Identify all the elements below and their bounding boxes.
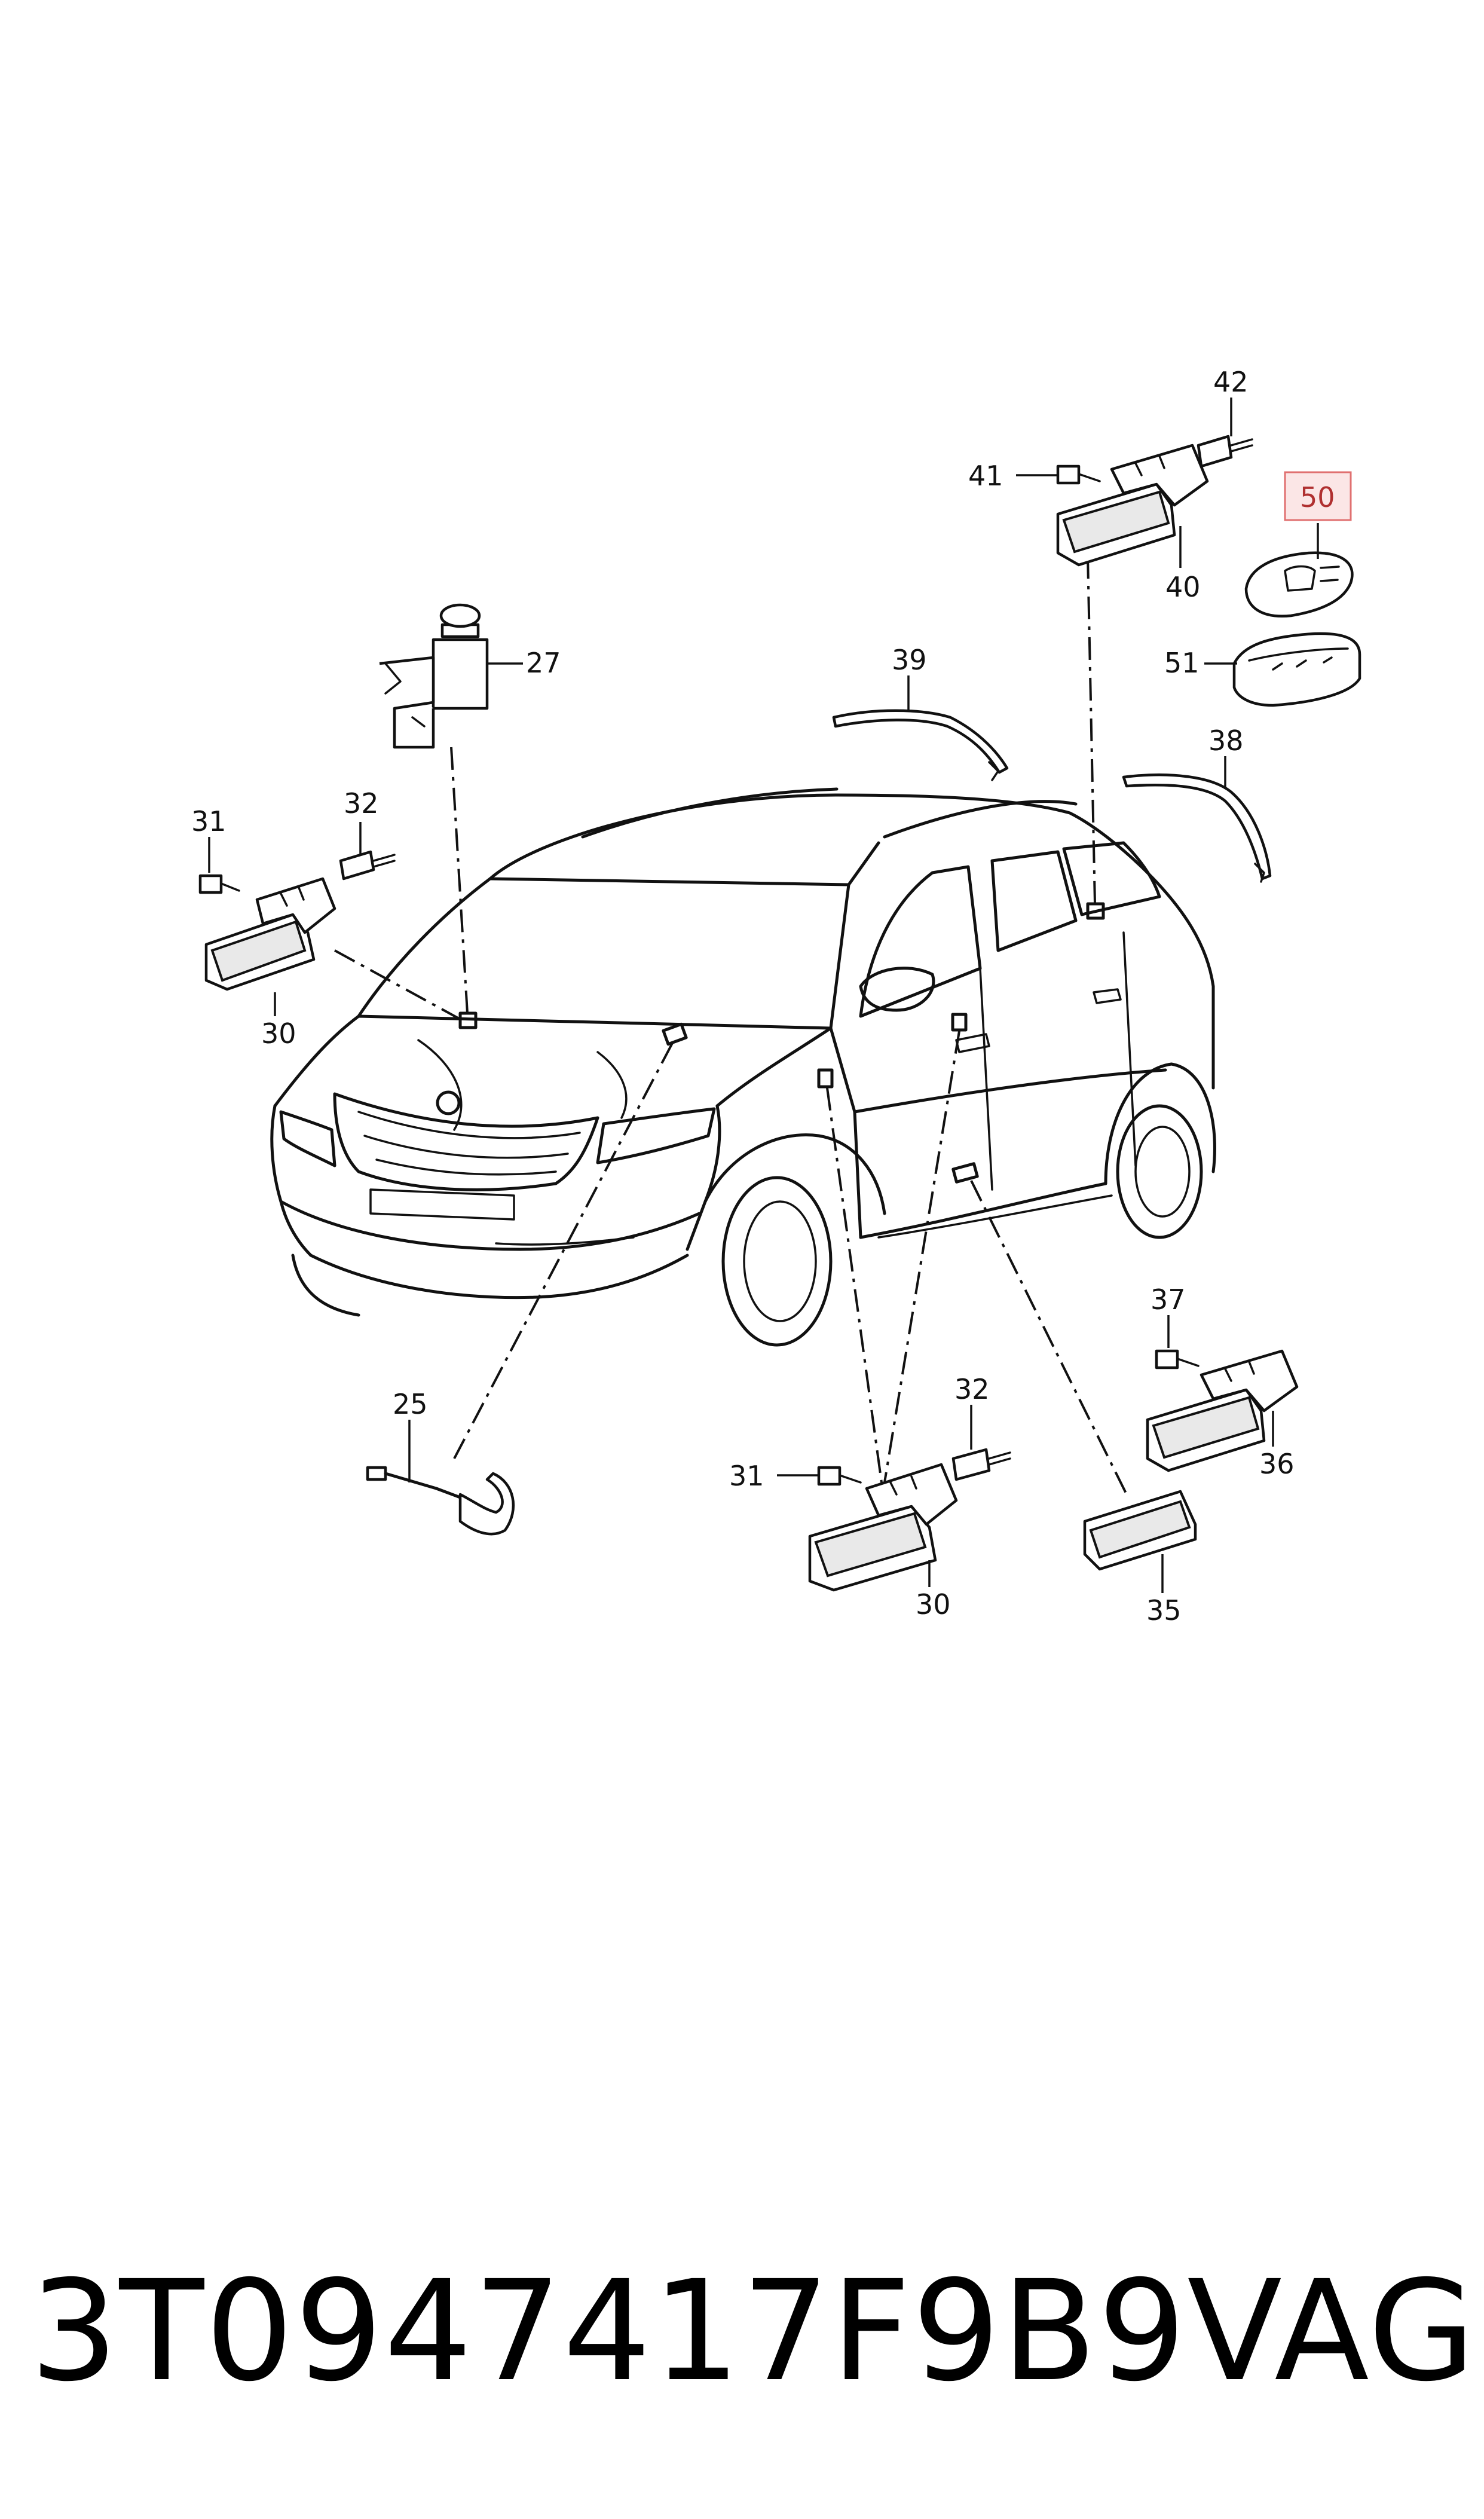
callout-42: 42 (1213, 366, 1249, 398)
callout-50: 50 (1300, 481, 1335, 513)
callout-39: 39 (892, 644, 927, 676)
callout-37: 37 (1151, 1283, 1186, 1316)
brand-label: VAG (1187, 2251, 1477, 2412)
callout-30-right: 30 (916, 1588, 951, 1621)
part-number: 3T0947417F9B9 (30, 2251, 1188, 2412)
callout-25: 25 (393, 1388, 428, 1420)
callout-32-right: 32 (954, 1373, 990, 1405)
part-38-light-strip (1122, 756, 1272, 883)
part-group-30-left (198, 822, 396, 1016)
vehicle-illustration (270, 787, 1216, 1347)
callout-50-highlight (1284, 471, 1352, 521)
part-50-key-fob (1244, 471, 1354, 618)
callout-31-right: 31 (729, 1460, 764, 1492)
part-39-light-strip (832, 675, 1009, 781)
callout-41: 41 (968, 460, 1003, 492)
callout-35: 35 (1146, 1594, 1182, 1627)
callout-31-left: 31 (191, 805, 227, 837)
part-25-wiring-harness (366, 1420, 515, 1536)
callout-51: 51 (1164, 647, 1200, 679)
footer: 3T0947417F9B9 VAG (30, 2251, 1476, 2412)
callout-30-left: 30 (261, 1017, 296, 1050)
leader-lines (334, 555, 1128, 1495)
part-group-40 (1016, 398, 1253, 568)
callout-27: 27 (526, 647, 561, 679)
callout-32-left: 32 (344, 787, 379, 820)
part-group-30-right (777, 1405, 1011, 1592)
callout-40: 40 (1165, 571, 1201, 603)
callout-38: 38 (1208, 724, 1244, 757)
mounting-points (458, 902, 1105, 1184)
callout-labels: 27 31 32 30 25 31 32 30 35 36 37 38 39 4… (191, 366, 1335, 1627)
part-27-contact-switch (379, 603, 523, 749)
part-35-lens (1083, 1490, 1197, 1593)
part-group-36 (1146, 1315, 1299, 1472)
part-51-holder (1204, 632, 1361, 707)
callout-36: 36 (1259, 1448, 1295, 1480)
